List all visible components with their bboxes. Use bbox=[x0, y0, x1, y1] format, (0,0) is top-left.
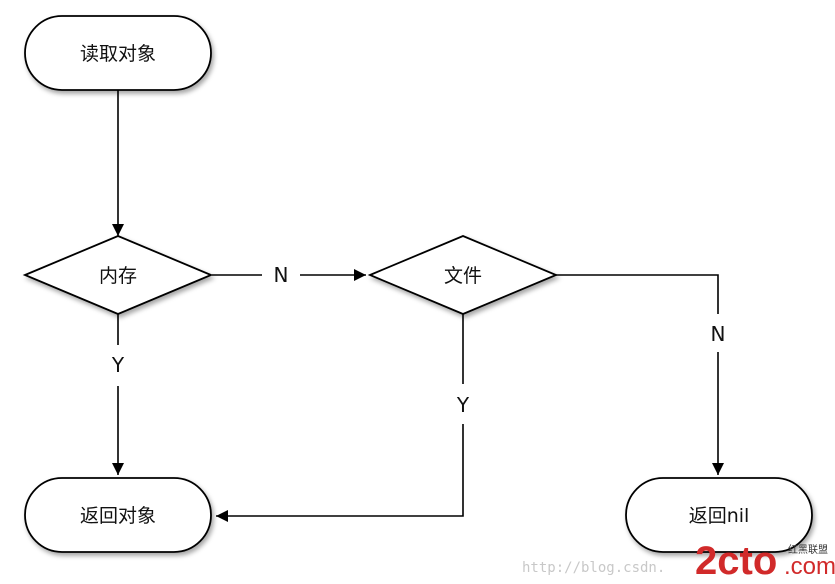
node-return-nil: 返回nil bbox=[625, 477, 813, 553]
edge-memory-to-return-object: Y bbox=[111, 314, 125, 475]
edge-label-memory-return: Y bbox=[111, 353, 125, 377]
watermark-logo-suffix: .com bbox=[784, 553, 835, 580]
watermark-subtitle: 红黑联盟 bbox=[788, 543, 828, 556]
edge-label-file-nil: N bbox=[711, 322, 726, 346]
node-memory-label: 内存 bbox=[99, 265, 137, 287]
edge-label-memory-file: N bbox=[274, 263, 289, 287]
watermark-url: http://blog.csdn. bbox=[522, 560, 665, 576]
edge-file-to-return-nil: N bbox=[556, 274, 726, 475]
node-return-object-label: 返回对象 bbox=[80, 505, 156, 527]
node-start: 读取对象 bbox=[24, 15, 212, 91]
edge-file-to-return-object: Y bbox=[216, 314, 470, 522]
watermark: http://blog.csdn. 2cto .com 红黑联盟 bbox=[522, 539, 835, 583]
node-file-label: 文件 bbox=[444, 265, 482, 287]
node-start-label: 读取对象 bbox=[80, 43, 156, 65]
edge-label-file-return: Y bbox=[456, 393, 470, 417]
node-return-nil-label: 返回nil bbox=[689, 505, 750, 527]
node-file-decision: 文件 bbox=[367, 235, 559, 315]
edge-memory-to-file: N bbox=[212, 263, 366, 287]
node-return-object: 返回对象 bbox=[24, 477, 212, 553]
node-memory-decision: 内存 bbox=[22, 235, 214, 315]
watermark-logo: 2cto bbox=[695, 539, 777, 583]
